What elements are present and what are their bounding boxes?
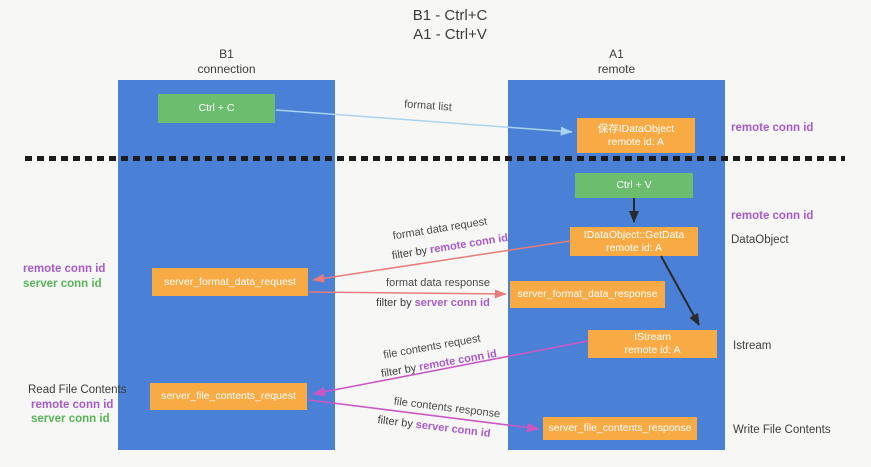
right-remote-conn-id-top: remote conn id bbox=[731, 122, 814, 134]
dataobject-side-label: DataObject bbox=[731, 234, 789, 246]
idataobject-getdata-node: IDataObject::GetData remote id: A bbox=[570, 227, 698, 256]
format-data-response-arrow bbox=[308, 289, 507, 299]
istream-remote-id: remote id: A bbox=[624, 344, 681, 356]
format-list-label: format list bbox=[403, 98, 453, 114]
ctrl-v-label: Ctrl + V bbox=[616, 179, 652, 191]
ctrl-c-node: Ctrl + C bbox=[158, 94, 275, 123]
ctrl-c-label: Ctrl + C bbox=[198, 102, 235, 114]
title-line-b1: B1 - Ctrl+C bbox=[412, 7, 488, 24]
server-format-data-response-label: server_format_data_response bbox=[517, 288, 658, 300]
server-format-data-response-node: server_format_data_response bbox=[510, 281, 665, 308]
left-server-conn-id-mid: server conn id bbox=[23, 278, 102, 290]
format-data-response-label: format data response bbox=[386, 277, 490, 289]
save-idataobject-node: 保存IDataObject remote id: A bbox=[577, 118, 695, 153]
filter-by-text-2: filter by bbox=[376, 297, 412, 309]
file-contents-response-label: file contents response bbox=[393, 395, 501, 421]
server-format-data-request-label: server_format_data_request bbox=[164, 275, 296, 288]
lane-header-a1: A1 remote bbox=[508, 47, 725, 77]
write-file-contents-label: Write File Contents bbox=[733, 424, 831, 436]
filter-by-text-1: filter by bbox=[391, 244, 429, 263]
right-remote-conn-id-mid: remote conn id bbox=[731, 210, 814, 222]
server-file-contents-request-label: server_file_contents_request bbox=[161, 390, 296, 402]
left-remote-conn-id-mid: remote conn id bbox=[23, 263, 106, 275]
phase-separator-dashed-line bbox=[25, 156, 845, 161]
diagram-title: B1 - Ctrl+C A1 - Ctrl+V bbox=[330, 6, 570, 44]
left-remote-conn-id-bottom: remote conn id bbox=[31, 399, 114, 411]
server-file-contents-response-node: server_file_contents_response bbox=[543, 417, 697, 440]
lane-b1-name: B1 bbox=[219, 47, 234, 61]
lane-header-b1: B1 connection bbox=[118, 47, 335, 77]
left-server-conn-id-bottom: server conn id bbox=[31, 413, 110, 425]
read-file-contents-label: Read File Contents bbox=[28, 384, 127, 396]
filter-by-text-3: filter by bbox=[380, 362, 418, 381]
server-format-data-request-node: server_format_data_request bbox=[152, 268, 308, 296]
server-file-contents-request-node: server_file_contents_request bbox=[150, 383, 307, 410]
title-line-a1: A1 - Ctrl+V bbox=[413, 26, 487, 43]
istream-node: IStream remote id: A bbox=[588, 330, 717, 358]
filter-by-text-4: filter by bbox=[376, 414, 414, 431]
server-conn-id-term-1: server conn id bbox=[414, 297, 490, 309]
lane-a1-role: remote bbox=[597, 62, 636, 76]
lane-b1-role: connection bbox=[197, 62, 256, 76]
lane-a1-name: A1 bbox=[609, 47, 624, 61]
server-file-contents-response-label: server_file_contents_response bbox=[548, 422, 692, 434]
getdata-remote-id: remote id: A bbox=[605, 241, 663, 254]
istream-line1: IStream bbox=[634, 331, 671, 343]
ctrl-v-node: Ctrl + V bbox=[575, 173, 693, 198]
save-idataobject-remote-id: remote id: A bbox=[607, 135, 665, 148]
server-conn-id-term-2: server conn id bbox=[415, 418, 492, 440]
save-idataobject-line1: 保存IDataObject bbox=[597, 122, 675, 135]
remote-conn-id-term-1: remote conn id bbox=[429, 231, 509, 257]
getdata-line1: IDataObject::GetData bbox=[583, 228, 685, 241]
istream-side-label: Istream bbox=[733, 340, 772, 352]
